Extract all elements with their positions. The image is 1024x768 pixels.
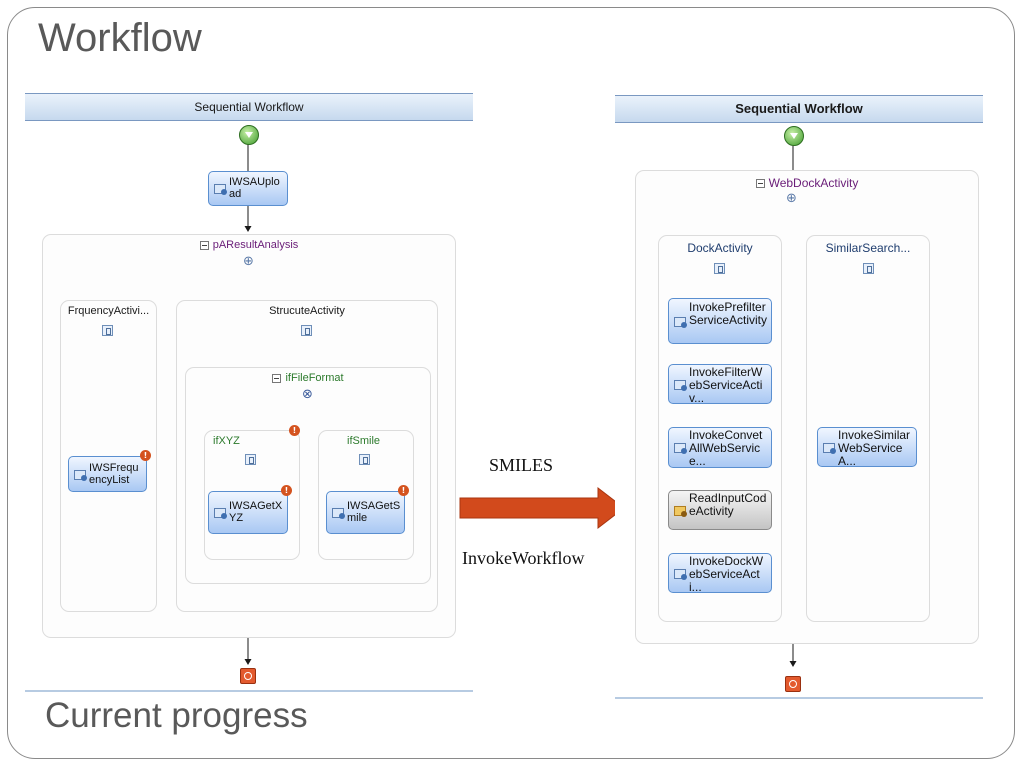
activity-invokefilterwebservice[interactable]: InvokeFilterWebServiceActiv... — [668, 364, 772, 404]
activity-invokedockwebservice[interactable]: InvokeDockWebServiceActi... — [668, 553, 772, 593]
start-icon — [239, 125, 259, 145]
ifelse-title: ifFileFormat — [186, 372, 430, 384]
ifelse-icon: ⊗ — [302, 387, 313, 402]
invokeworkflow-label: InvokeWorkflow — [462, 548, 585, 568]
error-icon[interactable]: ! — [140, 450, 151, 461]
branch-title: SimilarSearch... — [825, 241, 911, 255]
activity-invokesimilarwebservice[interactable]: InvokeSimilarWebServiceA... — [817, 427, 917, 467]
slide-footer: Current progress — [45, 696, 308, 735]
activity-label: InvokePrefilterServiceActivity — [689, 300, 768, 327]
activity-icon — [823, 443, 836, 454]
activity-iwsa-upload[interactable]: IWSAUpload — [208, 171, 288, 206]
activity-label: IWSAUpload — [229, 176, 280, 200]
ifelse-title-text: ifFileFormat — [285, 372, 344, 384]
activity-invokeconvetallwebservice[interactable]: InvokeConvetAllWebService... — [668, 427, 772, 468]
activity-icon — [674, 317, 687, 328]
activity-readinputcode[interactable]: ReadInputCodeActivity — [668, 490, 772, 530]
if-branch-title: ifSmile — [347, 435, 381, 447]
branch-title: DockActivity — [687, 241, 753, 255]
collapse-icon[interactable] — [755, 179, 765, 189]
ifelse-container-iffileformat: ifFileFormat ⊗ ifXYZ ifSmile — [185, 367, 431, 584]
activity-icon — [674, 506, 687, 517]
invoke-arrow — [459, 486, 625, 530]
left-workflow-header: Sequential Workflow — [25, 93, 473, 121]
error-icon[interactable]: ! — [289, 425, 300, 436]
sequence-icon — [102, 325, 113, 336]
error-icon[interactable]: ! — [398, 485, 409, 496]
right-workflow-header: Sequential Workflow — [615, 95, 983, 123]
end-icon — [240, 668, 256, 684]
sequence-icon — [714, 263, 725, 274]
right-workflow-designer: Sequential Workflow WebDockActivity ⊕ — [615, 90, 983, 700]
start-icon — [784, 126, 804, 146]
parallel-icon: ⊕ — [786, 191, 797, 206]
left-workflow-bottom-rule — [25, 690, 473, 692]
activity-label: IWSAGetXYZ — [229, 500, 283, 524]
parallel-title: WebDockActivity — [636, 176, 978, 190]
activity-icon — [674, 443, 687, 454]
smiles-label: SMILES — [489, 455, 554, 475]
sequence-icon — [863, 263, 874, 274]
activity-icon — [214, 184, 227, 195]
left-workflow-designer: Sequential Workflow I — [25, 88, 473, 698]
sequence-icon — [301, 325, 312, 336]
activity-iwsfrequencylist[interactable]: IWSFrequencyList — [68, 456, 147, 492]
end-icon — [785, 676, 801, 692]
activity-icon — [74, 470, 87, 481]
parallel-container-paresultanalysis: pAResultAnalysis ⊕ FrquencyActivi... Str… — [42, 234, 456, 638]
slide-frame — [7, 7, 1015, 759]
parallel-title: pAResultAnalysis — [43, 239, 455, 251]
activity-icon — [674, 380, 687, 391]
activity-label: InvokeFilterWebServiceActiv... — [689, 366, 763, 404]
branch-title: FrquencyActivi... — [67, 305, 150, 317]
collapse-icon[interactable] — [272, 373, 282, 383]
activity-label: ReadInputCodeActivity — [689, 492, 767, 518]
activity-iwsagetxyz[interactable]: IWSAGetXYZ — [208, 491, 288, 534]
activity-invokeprefilterservice[interactable]: InvokePrefilterServiceActivity — [668, 298, 772, 344]
branch-title: StrucuteActivity — [269, 305, 345, 317]
parallel-icon: ⊕ — [243, 254, 254, 269]
parallel-title-text: WebDockActivity — [768, 176, 859, 190]
parallel-title-text: pAResultAnalysis — [212, 239, 299, 251]
error-icon[interactable]: ! — [281, 485, 292, 496]
sequence-icon — [245, 454, 256, 465]
activity-icon — [214, 508, 227, 519]
activity-label: InvokeDockWebServiceActi... — [689, 555, 764, 593]
activity-label: IWSAGetSmile — [347, 500, 401, 524]
if-branch-title: ifXYZ — [213, 435, 240, 447]
activity-icon — [674, 569, 687, 580]
activity-label: IWSFrequencyList — [89, 462, 139, 486]
activity-label: InvokeConvetAllWebService... — [689, 429, 763, 468]
collapse-icon[interactable] — [199, 240, 209, 250]
slide-title: Workflow — [38, 16, 202, 60]
branch-strucuteactivity: StrucuteActivity ifFileFormat ⊗ ifXYZ if… — [176, 300, 438, 612]
sequence-icon — [359, 454, 370, 465]
activity-label: InvokeSimilarWebServiceA... — [838, 429, 911, 467]
activity-iwsagetsmile[interactable]: IWSAGetSmile — [326, 491, 405, 534]
activity-icon — [332, 508, 345, 519]
right-workflow-bottom-rule — [615, 697, 983, 699]
